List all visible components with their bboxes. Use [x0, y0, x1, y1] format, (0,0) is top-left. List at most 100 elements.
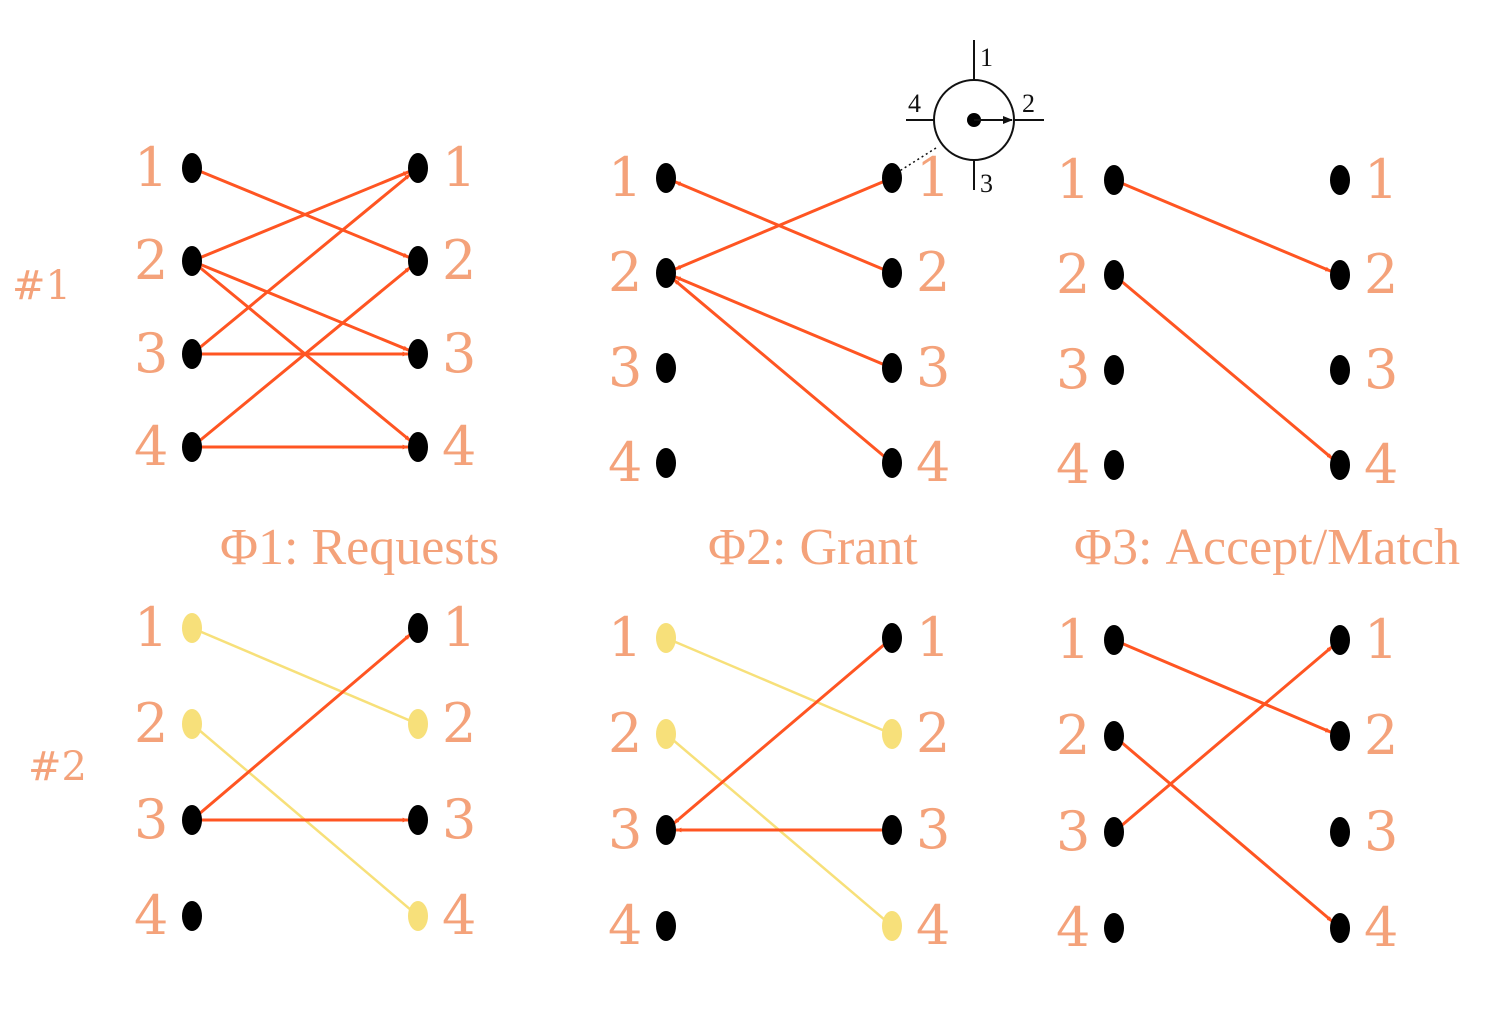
left-node-1 [182, 613, 202, 643]
left-node-3 [656, 815, 676, 845]
edge-L1-R2 [191, 166, 410, 259]
right-node-label-4: 4 [916, 894, 950, 957]
edge-R4-L2 [672, 278, 893, 465]
panels: 1234123412341234123412341234123412341234… [134, 136, 1398, 959]
edge-L1-R2 [1113, 178, 1332, 273]
right-node-label-2: 2 [916, 241, 950, 304]
pointer-port-4: 4 [908, 89, 921, 118]
left-node-label-4: 4 [134, 884, 168, 947]
right-node-1 [882, 623, 902, 653]
edge-L2-R4 [665, 733, 886, 921]
edge-R1-L3 [672, 636, 893, 825]
left-node-3 [656, 353, 676, 383]
left-node-label-4: 4 [608, 431, 642, 494]
left-node-2 [656, 258, 676, 288]
row-label-2: #2 [28, 744, 87, 790]
left-node-3 [182, 805, 202, 835]
edge-L3-R1 [1113, 645, 1334, 834]
edge-L2-R4 [191, 723, 412, 911]
right-node-label-2: 2 [442, 692, 476, 755]
right-node-2 [882, 258, 902, 288]
right-node-label-4: 4 [916, 431, 950, 494]
phase-label-grant: Φ2: Grant [708, 519, 918, 576]
left-node-label-2: 2 [1056, 243, 1090, 306]
left-node-2 [656, 719, 676, 749]
right-node-4 [882, 448, 902, 478]
row-label-1: #1 [12, 263, 71, 309]
right-node-4 [408, 432, 428, 462]
left-node-1 [656, 623, 676, 653]
left-node-label-1: 1 [134, 136, 168, 199]
edge-L2-R1 [191, 170, 410, 263]
right-node-label-1: 1 [916, 606, 950, 669]
right-node-label-2: 2 [442, 229, 476, 292]
right-node-label-4: 4 [442, 415, 476, 478]
right-node-2 [408, 709, 428, 739]
left-node-1 [656, 163, 676, 193]
edge-L2-R4 [1113, 273, 1334, 460]
right-node-4 [1330, 450, 1350, 480]
right-node-label-1: 1 [442, 596, 476, 659]
left-node-label-3: 3 [608, 798, 642, 861]
right-node-label-3: 3 [1364, 338, 1398, 401]
left-node-label-1: 1 [1056, 608, 1090, 671]
right-node-label-3: 3 [916, 336, 950, 399]
right-node-label-2: 2 [1364, 243, 1398, 306]
left-node-label-2: 2 [134, 229, 168, 292]
left-node-label-3: 3 [1056, 338, 1090, 401]
left-node-1 [1104, 165, 1124, 195]
round-robin-pointer-icon: 1 2 3 4 [897, 40, 1044, 198]
edge-L2-R4 [191, 259, 412, 442]
right-node-label-1: 1 [916, 146, 950, 209]
right-node-label-4: 4 [1364, 433, 1398, 496]
right-node-1 [1330, 625, 1350, 655]
left-node-4 [182, 432, 202, 462]
left-node-2 [1104, 721, 1124, 751]
left-node-label-1: 1 [1056, 148, 1090, 211]
right-node-label-1: 1 [442, 136, 476, 199]
right-node-3 [1330, 817, 1350, 847]
left-node-label-2: 2 [608, 702, 642, 765]
left-node-1 [1104, 625, 1124, 655]
right-node-label-2: 2 [916, 702, 950, 765]
right-node-1 [1330, 165, 1350, 195]
right-node-4 [408, 901, 428, 931]
left-node-label-4: 4 [1056, 896, 1090, 959]
edge-R3-L2 [674, 275, 893, 370]
right-node-2 [1330, 721, 1350, 751]
edge-L2-R3 [191, 259, 410, 352]
pointer-port-3: 3 [980, 169, 993, 198]
right-node-label-1: 1 [1364, 608, 1398, 671]
right-node-label-1: 1 [1364, 148, 1398, 211]
edge-L1-R2 [665, 636, 884, 732]
right-node-1 [408, 613, 428, 643]
right-node-4 [1330, 913, 1350, 943]
right-node-3 [408, 339, 428, 369]
right-node-3 [882, 353, 902, 383]
right-node-label-3: 3 [916, 798, 950, 861]
right-node-3 [408, 805, 428, 835]
left-node-label-1: 1 [134, 596, 168, 659]
right-node-4 [882, 911, 902, 941]
edge-L3-R1 [191, 633, 412, 822]
left-node-2 [182, 709, 202, 739]
left-node-label-2: 2 [134, 692, 168, 755]
left-node-label-2: 2 [1056, 704, 1090, 767]
left-node-label-2: 2 [608, 241, 642, 304]
left-node-label-1: 1 [608, 606, 642, 669]
left-node-label-3: 3 [134, 788, 168, 851]
edge-L2-R4 [1113, 734, 1334, 923]
phase-label-requests: Φ1: Requests [220, 519, 499, 576]
left-node-3 [1104, 355, 1124, 385]
edge-L3-R1 [191, 173, 412, 356]
left-node-3 [182, 339, 202, 369]
right-node-2 [408, 246, 428, 276]
left-node-label-4: 4 [1056, 433, 1090, 496]
right-node-label-3: 3 [1364, 800, 1398, 863]
left-node-label-3: 3 [1056, 800, 1090, 863]
right-node-1 [408, 153, 428, 183]
left-node-4 [182, 901, 202, 931]
left-node-4 [1104, 450, 1124, 480]
